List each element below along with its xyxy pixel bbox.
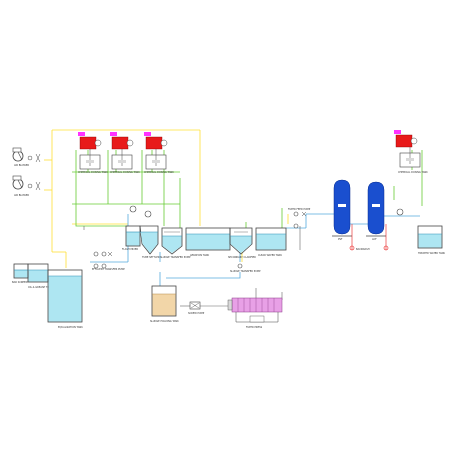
agitator-icon bbox=[126, 139, 134, 147]
pressure-gauge-icon bbox=[144, 210, 152, 218]
pump-icon bbox=[101, 251, 107, 257]
clear-water-tank-label: CLEAR WATER TANK bbox=[258, 254, 282, 257]
tube-settler-label: TUBE SETTLER bbox=[142, 256, 160, 259]
clear-water-tank: CLEAR WATER TANK bbox=[255, 227, 287, 257]
chemical-dosing-tank-2-label: CHEMICAL DOSING TANK bbox=[110, 171, 140, 174]
oil-grease-trap-label: OIL & GREASE TRAP bbox=[28, 286, 52, 289]
air-blower-icon bbox=[12, 147, 41, 163]
chemical-dosing-tank-4-label: CHEMICAL DOSING TANK bbox=[398, 171, 428, 174]
pump-icon bbox=[93, 263, 99, 269]
tube-settler: TUBE SETTLER bbox=[139, 210, 160, 259]
dosing-marker-icon bbox=[144, 132, 151, 136]
secondary-clarifier-label: SECONDARY CLARIFIER bbox=[228, 256, 256, 259]
effluent-transfer-pump-label: EFFLUENT TRANSFER PUMP bbox=[92, 268, 125, 271]
aeration-tank: SLUDGE TRANSFER PUMP bbox=[160, 227, 191, 259]
dosing-marker-icon bbox=[78, 132, 85, 136]
sludge-transfer-pump-2: SLUDGE TRANSFER PUMP bbox=[230, 263, 261, 273]
agitator-icon bbox=[410, 137, 418, 145]
aeration-sludge-label: SLUDGE TRANSFER PUMP bbox=[160, 256, 191, 259]
dosing-marker-icon bbox=[110, 132, 117, 136]
secondary-clarifier: SECONDARY CLARIFIER bbox=[228, 227, 256, 259]
pressure-gauge-icon bbox=[129, 205, 137, 213]
chemical-dosing-tank-3-label: CHEMICAL DOSING TANK bbox=[144, 171, 174, 174]
aeration-tank-label: AERATION TANK bbox=[190, 254, 209, 257]
aeration-basin: AERATION TANK bbox=[185, 227, 231, 257]
acf-label: ACF bbox=[372, 238, 377, 241]
filter-feed-pump-label: FILTER FEED PUMP bbox=[288, 208, 311, 211]
sludge-holding-tank-label: SLUDGE HOLDING TANK bbox=[150, 320, 179, 323]
chemical-dosing-tank-4: CHEMICAL DOSING TANK bbox=[394, 130, 428, 174]
flash-mixer-label: FLASH MIXER bbox=[122, 248, 138, 251]
pressure-gauge-icon bbox=[396, 208, 404, 216]
filter-feed-pump: FILTER FEED PUMP bbox=[288, 208, 311, 229]
backwash-label: BACKWASH bbox=[356, 248, 370, 251]
pump-icon bbox=[293, 223, 299, 229]
bar-screen-chamber: BAR SCREEN bbox=[12, 263, 29, 284]
equalization-tank: EQUALIZATION TANK bbox=[47, 269, 83, 329]
sludge-holding-tank: SLUDGE HOLDING TANK bbox=[150, 285, 179, 323]
air-blower-2: AIR BLOWER bbox=[12, 175, 41, 197]
chemical-dosing-tank-1-label: CHEMICAL DOSING TANK bbox=[78, 171, 108, 174]
pressure-sand-filter: PSF bbox=[332, 179, 355, 251]
agitator-icon bbox=[94, 139, 102, 147]
treated-water-tank-label: TREATED WATER TANK bbox=[418, 252, 445, 255]
screw-pump: SCREW PUMP bbox=[188, 301, 205, 315]
chemical-dosing-tank-2: CHEMICAL DOSING TANK bbox=[110, 132, 140, 174]
agitator-icon bbox=[160, 139, 168, 147]
treated-water-tank: TREATED WATER TANK bbox=[417, 225, 445, 255]
filter-press-label: FILTER PRESS bbox=[246, 326, 263, 329]
valve-icon bbox=[301, 211, 307, 217]
equalization-tank-label: EQUALIZATION TANK bbox=[58, 326, 83, 329]
valve-icon bbox=[107, 251, 113, 257]
screw-pump-label: SCREW PUMP bbox=[188, 312, 205, 315]
pump-icon bbox=[237, 263, 243, 269]
air-blower-icon bbox=[12, 175, 41, 191]
chemical-dosing-tank-1: CHEMICAL DOSING TANK bbox=[78, 132, 108, 174]
bar-screen-label: BAR SCREEN bbox=[12, 281, 28, 284]
activated-carbon-filter: ACF bbox=[366, 181, 389, 251]
piping-network bbox=[44, 129, 423, 307]
psf-label: PSF bbox=[338, 238, 343, 241]
sludge-transfer-pump-2-label: SLUDGE TRANSFER PUMP bbox=[230, 270, 261, 273]
flash-mixer: FLASH MIXER bbox=[122, 205, 141, 251]
pump-icon bbox=[293, 211, 299, 217]
air-blower-1-label: AIR BLOWER bbox=[14, 164, 29, 167]
air-blower-2-label: AIR BLOWER bbox=[14, 194, 29, 197]
air-blower-1: AIR BLOWER bbox=[12, 147, 41, 167]
pump-icon bbox=[93, 251, 99, 257]
pump-icon bbox=[101, 263, 107, 269]
dosing-marker-icon bbox=[394, 130, 401, 134]
filter-press: FILTER PRESS bbox=[227, 297, 283, 329]
effluent-transfer-pump: EFFLUENT TRANSFER PUMP bbox=[92, 251, 125, 271]
chemical-dosing-tank-3: CHEMICAL DOSING TANK bbox=[144, 132, 174, 174]
